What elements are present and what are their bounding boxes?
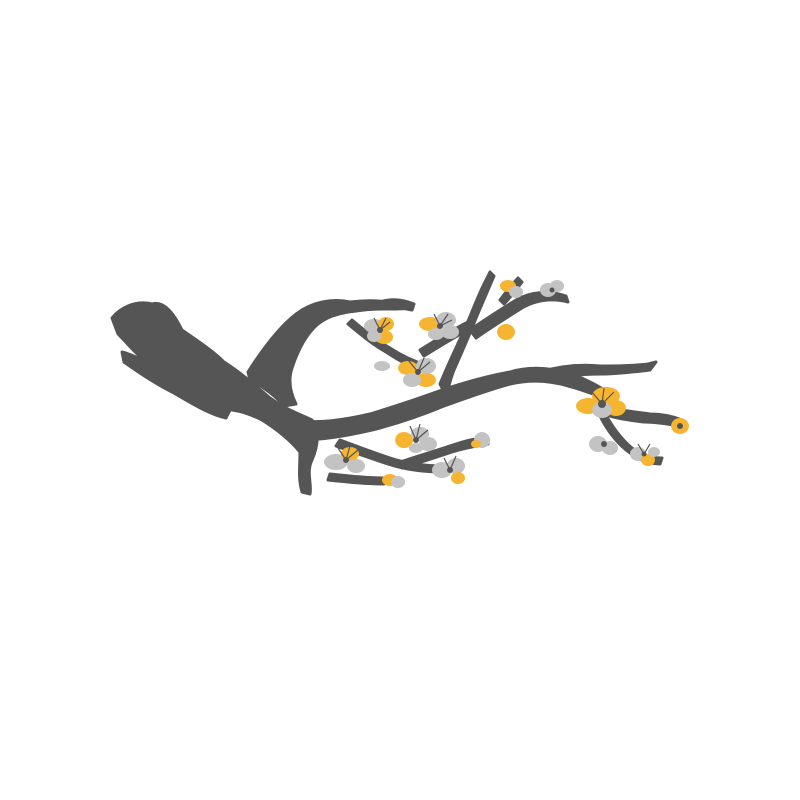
blossom <box>500 280 523 298</box>
stamen <box>373 317 391 331</box>
stamen <box>443 455 457 471</box>
blossom <box>540 280 564 297</box>
branch-base-lower <box>120 350 232 420</box>
blossom <box>364 317 394 344</box>
blossom <box>589 436 618 455</box>
branch-mid-twig-2 <box>418 320 474 358</box>
branch-up-twig-2 <box>468 291 570 340</box>
blossom <box>324 447 365 473</box>
stamen <box>637 443 651 455</box>
blossom <box>419 312 459 340</box>
blossom <box>395 427 437 453</box>
blossoms <box>324 280 689 488</box>
branch <box>110 270 684 496</box>
branch-arch-tip <box>378 298 416 312</box>
branch-arch <box>246 299 414 408</box>
blossom <box>471 432 490 448</box>
blossom <box>630 447 660 466</box>
blossom <box>671 418 689 434</box>
blossom <box>398 358 436 387</box>
branch-lower-twig-2 <box>326 472 386 486</box>
stamens <box>337 313 651 471</box>
blossom <box>382 474 405 488</box>
blossom <box>432 458 465 484</box>
stamen <box>433 313 453 327</box>
branch-main <box>294 366 616 442</box>
branch-right-arm <box>538 360 658 382</box>
stamen <box>407 357 431 373</box>
stamen <box>591 387 615 405</box>
stamen <box>337 445 359 461</box>
stamen <box>409 423 429 441</box>
blossom <box>374 361 390 371</box>
blossom <box>497 324 515 340</box>
